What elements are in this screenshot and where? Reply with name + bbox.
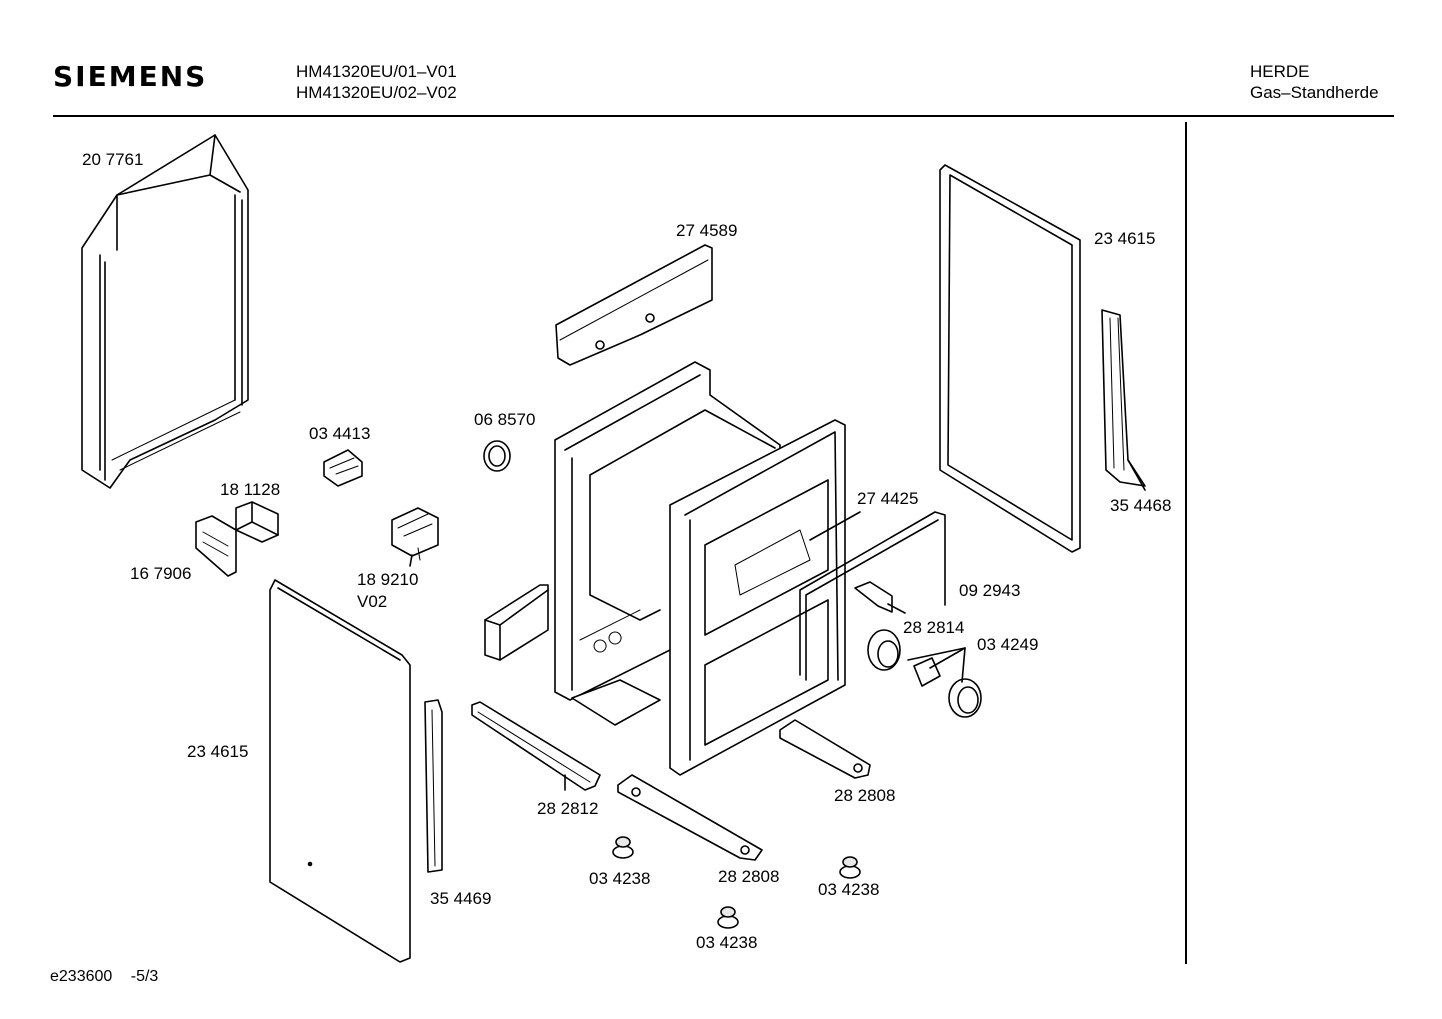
part-drawing-354469 [424, 699, 443, 873]
part-drawing-034249 [867, 629, 982, 718]
part-drawing-034238-c [717, 906, 739, 929]
header-divider [53, 115, 1394, 117]
part-drawing-189210 [391, 507, 439, 561]
part-label-092943: 09 2943 [959, 581, 1021, 600]
part-drawing-282808-bottom [617, 774, 763, 861]
drawing-code: e233600 -5/3 [50, 968, 158, 986]
part-drawing-207761 [81, 134, 249, 489]
part-drawing-167906 [195, 515, 237, 577]
part-label-034249: 03 4249 [977, 635, 1039, 654]
part-label-282808-right: 28 2808 [834, 786, 896, 805]
model-number-2: HM41320EU/02–V02 [296, 83, 457, 102]
part-label-234615-left: 23 4615 [187, 742, 249, 761]
part-label-354469: 35 4469 [430, 889, 492, 908]
brand-logo: SIEMENS [53, 60, 208, 93]
part-label-207761: 20 7761 [82, 150, 144, 169]
part-drawing-234615-right [939, 164, 1081, 553]
drawing-code-number: e233600 [50, 968, 113, 985]
part-label-274425: 27 4425 [857, 489, 919, 508]
margin-divider [1185, 122, 1187, 964]
part-label-282812: 28 2812 [537, 799, 599, 818]
part-label-068570: 06 8570 [474, 410, 536, 429]
part-label-034238-b: 03 4238 [818, 880, 880, 899]
category-subtitle: Gas–Standherde [1250, 83, 1379, 102]
part-drawing-092943 [799, 511, 946, 681]
part-label-034413: 03 4413 [309, 424, 371, 443]
part-label-282808-bottom: 28 2808 [718, 867, 780, 886]
part-label-282814: 28 2814 [903, 618, 965, 637]
part-drawing-housing-rail [571, 679, 661, 726]
part-drawing-034413 [323, 449, 363, 487]
drawing-page-number: -5/3 [130, 968, 159, 985]
part-drawing-274425 [669, 419, 846, 776]
category-title: HERDE [1250, 62, 1310, 81]
part-label-034238-c: 03 4238 [696, 933, 758, 952]
part-drawing-234615-left [269, 579, 411, 963]
part-drawing-junction-box [484, 584, 549, 661]
part-drawing-068570 [483, 440, 511, 472]
part-label-034238-a: 03 4238 [589, 869, 651, 888]
part-label-189210: 18 9210 [357, 570, 419, 589]
part-label-167906: 16 7906 [130, 564, 192, 583]
part-label-v02: V02 [357, 592, 388, 611]
leader-lines [409, 459, 1146, 791]
part-label-354468: 35 4468 [1110, 496, 1172, 515]
part-drawing-274589 [555, 244, 713, 366]
part-drawing-181128 [235, 501, 279, 543]
part-drawing-282812 [471, 701, 601, 791]
part-drawing-282808-right [779, 719, 871, 779]
model-number-1: HM41320EU/01–V01 [296, 62, 457, 81]
part-drawing-354468 [1101, 309, 1146, 487]
part-drawing-282814 [854, 581, 893, 613]
part-drawing-034238-b [839, 856, 861, 879]
part-drawing-034238-a [612, 836, 634, 859]
part-label-234615-right: 23 4615 [1094, 229, 1156, 248]
part-label-274589: 27 4589 [676, 221, 738, 240]
part-label-181128: 18 1128 [220, 480, 281, 499]
